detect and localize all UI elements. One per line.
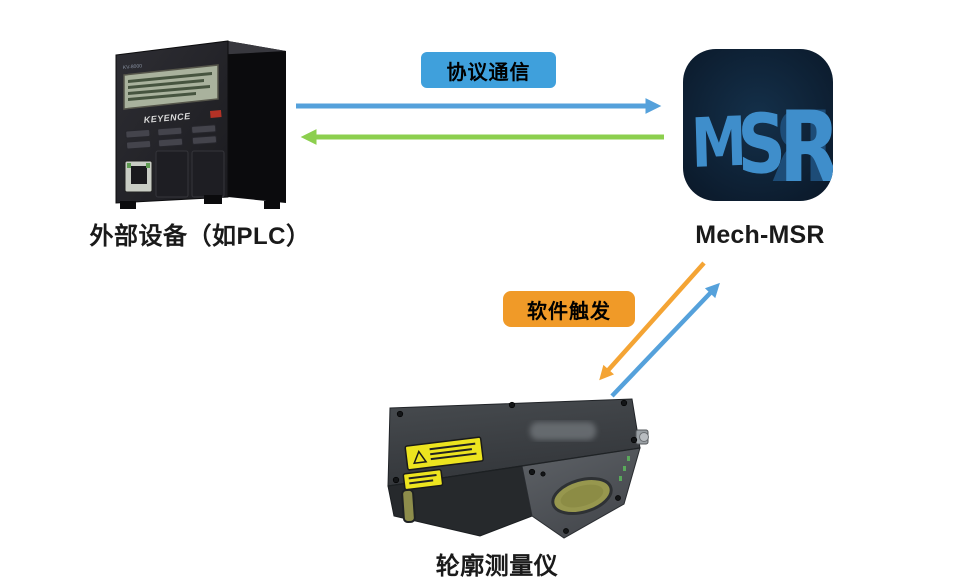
plc-node-label: 外部设备（如PLC） xyxy=(89,223,311,250)
laser-warning-label-large xyxy=(404,436,484,471)
software-trigger-badge: 软件触发 xyxy=(503,291,635,327)
msr-icon-letter-s: S xyxy=(737,95,787,192)
laser-warning-label-small xyxy=(402,468,444,491)
plc-feet xyxy=(120,195,280,209)
profiler-screws xyxy=(392,399,638,534)
profiler-node-label: 轮廓测量仪 xyxy=(435,553,559,580)
protocol-communication-badge: 协议通信 xyxy=(421,52,556,88)
mech-msr-app-icon: R M S R xyxy=(683,49,833,201)
profiler-connector xyxy=(635,429,649,445)
plc-module-slot xyxy=(155,150,189,198)
plc-model-text: KV-8000 xyxy=(123,63,143,71)
msr-icon-mirror-letter: R xyxy=(771,91,833,201)
profiler-logo-blur xyxy=(530,422,596,440)
msr-node-label: Mech-MSR xyxy=(695,221,825,249)
plc-red-accent xyxy=(210,110,222,118)
msr-icon-letter-r: R xyxy=(779,91,833,201)
profiler-status-leds xyxy=(619,456,630,481)
plc-buttons xyxy=(125,124,218,150)
plc-brand-text: KEYENCE xyxy=(143,111,191,125)
msr-icon-letter-m: M xyxy=(690,101,748,183)
plc-device-image: KV-8000 KEYENCE xyxy=(115,40,286,209)
plc-ethernet-port xyxy=(124,160,153,193)
plc-module-slot xyxy=(191,150,225,198)
profiler-device-image xyxy=(387,398,649,539)
profiler-lens-window xyxy=(551,477,613,515)
plc-side-face xyxy=(228,41,286,203)
plc-screen xyxy=(123,64,219,110)
profiler-emitter-window xyxy=(401,488,416,524)
msr-icon-background xyxy=(683,49,833,201)
